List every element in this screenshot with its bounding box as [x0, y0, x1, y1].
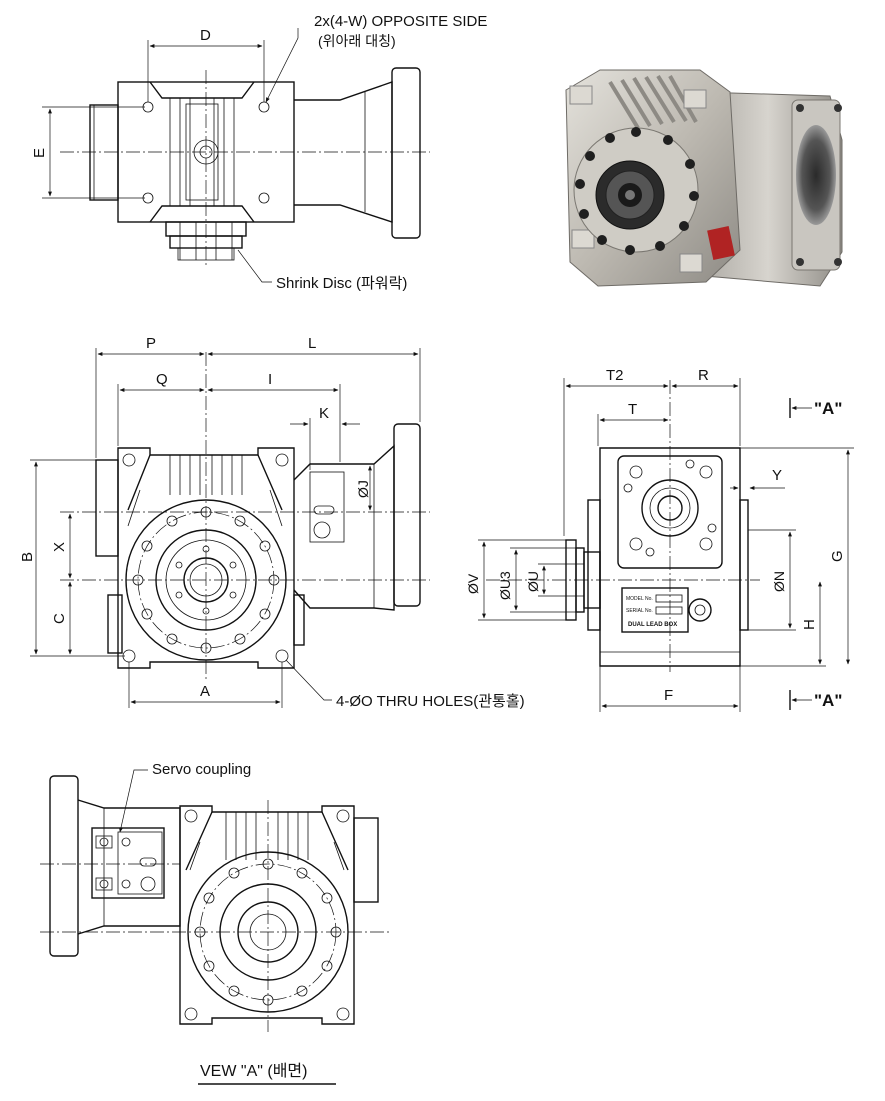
- view-a: Servo coupling VEW "A" (배면): [40, 761, 390, 1085]
- dim-P-label: P: [146, 335, 156, 352]
- dim-J-label: ØJ: [355, 480, 371, 498]
- section-a-top: "A": [814, 399, 842, 418]
- section-a-bottom: "A": [814, 691, 842, 710]
- dim-N-label: ØN: [771, 571, 787, 592]
- nameplate-model: MODEL No.: [626, 596, 653, 602]
- opposite-side-note: 2x(4-W) OPPOSITE SIDE: [314, 13, 487, 30]
- nameplate-brand: DUAL LEAD BOX: [628, 622, 677, 628]
- side-view: MODEL No. SERIAL No. DUAL LEAD BOX T2 R …: [465, 367, 854, 712]
- dim-K-label: K: [319, 405, 329, 422]
- thru-holes-label: 4-ØO THRU HOLES(관통홀): [336, 693, 525, 710]
- nameplate-serial: SERIAL No.: [626, 608, 653, 614]
- servo-coupling-label: Servo coupling: [152, 761, 251, 778]
- dim-L-label: L: [308, 335, 316, 352]
- shrink-disc-label: Shrink Disc (파워락): [276, 275, 407, 292]
- dim-G-label: G: [829, 550, 846, 562]
- dim-R-label: R: [698, 367, 709, 384]
- view-a-caption: VEW "A" (배면): [200, 1062, 307, 1080]
- dim-U3-label: ØU3: [497, 571, 513, 600]
- product-photo: [565, 69, 843, 287]
- dim-X-label: X: [51, 542, 68, 552]
- dim-I-label: I: [268, 371, 272, 388]
- opposite-side-note-ko: (위아래 대칭): [318, 33, 396, 49]
- dim-T2-label: T2: [606, 367, 624, 384]
- dim-C-label: C: [51, 613, 68, 624]
- dim-H-label: H: [801, 619, 818, 630]
- dim-Q-label: Q: [156, 371, 168, 388]
- dim-A-label: A: [200, 683, 210, 700]
- dim-E-label: E: [31, 148, 48, 158]
- dim-D-label: D: [200, 27, 211, 44]
- dim-T-label: T: [628, 401, 637, 418]
- dim-B-label: B: [19, 552, 36, 562]
- dim-V-label: ØV: [465, 573, 481, 594]
- top-view: D E 2x(4-W) OPPOSITE SIDE (위아래 대칭) Shrin…: [31, 13, 487, 292]
- dim-Y-label: Y: [772, 467, 782, 484]
- dim-U-label: ØU: [525, 571, 541, 592]
- front-view: P L Q I K ØJ B X C A 4-ØO THRU HOLES(관통홀…: [19, 335, 525, 710]
- dim-F-label: F: [664, 687, 673, 704]
